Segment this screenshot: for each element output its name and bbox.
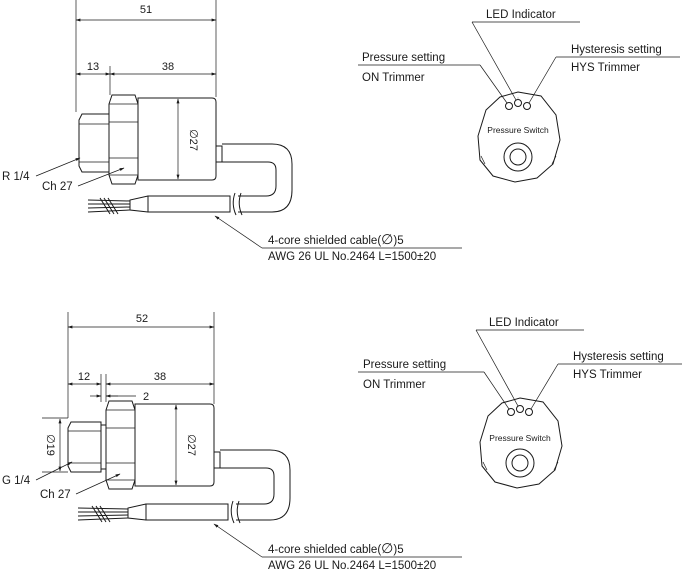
top-face-view: Pressure Switch LED Indicator Pressure s… xyxy=(358,9,680,182)
face-led-label: LED Indicator xyxy=(489,317,559,329)
face-switch-text: Pressure Switch xyxy=(487,125,549,135)
sensor-body xyxy=(135,404,214,486)
face-hys-trimmer-label: HYS Trimmer xyxy=(571,62,640,74)
cable-spec-line1: 4-core shielded cable(∅)5 xyxy=(268,540,404,556)
hex-label: Ch 27 xyxy=(40,489,71,501)
thread-shape xyxy=(79,114,109,172)
cable-spec-line1: 4-core shielded cable(∅)5 xyxy=(268,231,404,247)
svg-text:∅27: ∅27 xyxy=(187,129,199,151)
face-hysteresis-label: Hysteresis setting xyxy=(571,44,662,56)
face-on-trimmer-label: ON Trimmer xyxy=(363,379,426,391)
diameter-symbol: ∅ xyxy=(187,129,199,139)
face-switch-text: Pressure Switch xyxy=(489,433,551,443)
dim-total-label: 51 xyxy=(140,4,152,16)
cable-spec-line2: AWG 26 UL No.2464 L=1500±20 xyxy=(268,251,436,263)
face-hex xyxy=(478,92,560,182)
cable-jacket xyxy=(146,504,228,520)
dim-gap-label: 2 xyxy=(143,391,149,403)
face-pressure-label: Pressure setting xyxy=(363,359,446,371)
cable-spec-line2: AWG 26 UL No.2464 L=1500±20 xyxy=(268,560,436,572)
dim-total-label: 52 xyxy=(136,313,148,325)
dim-thread-label: 12 xyxy=(78,371,90,383)
bottom-face-view: Pressure Switch LED Indicator Pressure s… xyxy=(358,317,682,488)
cable-gland xyxy=(216,146,222,162)
cable-gland xyxy=(214,452,220,468)
dim-diameter-label: 27 xyxy=(185,444,197,456)
dim-body-label: 38 xyxy=(154,371,166,383)
face-hysteresis-label: Hysteresis setting xyxy=(573,351,664,363)
svg-text:∅19: ∅19 xyxy=(44,434,56,456)
dim-thread-label: 13 xyxy=(87,61,99,73)
hex-nut xyxy=(106,401,135,489)
svg-text:∅27: ∅27 xyxy=(185,434,197,456)
thread-label: R 1/4 xyxy=(2,171,30,183)
face-hex xyxy=(480,398,562,488)
cable xyxy=(222,144,292,212)
hex-nut xyxy=(109,95,138,184)
bottom-side-view: 52 12 38 2 ∅19 ∅27 xyxy=(2,312,462,572)
dim-body-label: 38 xyxy=(162,61,174,73)
thread-shape xyxy=(68,422,101,472)
cable xyxy=(220,450,290,520)
dim-diameter-label: 27 xyxy=(187,139,199,151)
face-on-trimmer-label: ON Trimmer xyxy=(362,72,425,84)
sensor-body xyxy=(138,98,216,180)
top-side-view: 51 13 38 ∅27 xyxy=(2,0,462,263)
cable-jacket xyxy=(148,196,230,212)
hex-label: Ch 27 xyxy=(42,181,73,193)
dim-thread-diameter-label: 19 xyxy=(44,444,56,456)
face-pressure-label: Pressure setting xyxy=(362,52,445,64)
thread-label: G 1/4 xyxy=(2,475,31,487)
face-hys-trimmer-label: HYS Trimmer xyxy=(573,369,642,381)
face-led-label: LED Indicator xyxy=(486,9,556,21)
